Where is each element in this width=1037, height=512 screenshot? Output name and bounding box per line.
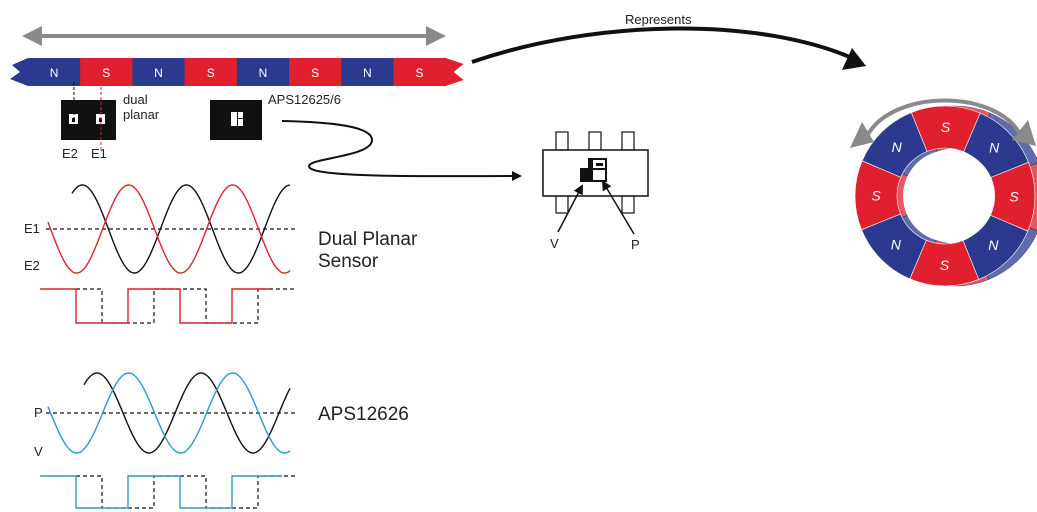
strip-travel-arrow [22,26,446,46]
e1-digital-trace [40,288,270,324]
strip-segment-2 [80,58,133,86]
strip-pole-label-4: S [207,66,215,80]
ring-pole-label-1: S [941,119,951,135]
strip-segment-1 [28,58,81,86]
v-signal-label: V [34,444,43,459]
e1-signal-label: E1 [24,221,40,236]
ring-pole-label-4: N [988,237,999,253]
p-sine-trace [47,372,291,454]
strip-segment-8 [393,58,447,86]
strip-segment-6 [289,58,342,86]
ring-pole-label-2: N [989,140,1000,156]
dual-planar-label-1: dual [123,92,148,107]
strip-segment-5 [236,58,290,86]
v-digital-trace [76,475,296,509]
p-digital-trace [40,475,282,509]
pin-p-label: P [631,237,640,252]
e2-label: E2 [62,146,78,161]
ring-magnet: S N S N S N S N [854,105,1037,287]
ring-rotation-arrow [864,98,1024,139]
pin-p-pointer [601,180,635,235]
package-connector-arrow [281,120,522,182]
ring-pole-label-7: S [871,187,881,203]
strip-right-break [445,58,464,86]
e2-sine-trace [71,184,291,274]
dual-planar-title-2: Sensor [318,251,379,272]
e2-digital-trace [76,288,296,324]
strip-left-break [10,58,28,86]
e1-label: E1 [91,146,107,161]
pin-v-pointer [557,184,583,233]
strip-pole-label-6: S [311,66,319,80]
strip-segment-3 [132,58,186,86]
strip-pole-label-5: N [259,66,268,80]
ring-pole-label-5: S [940,257,950,273]
represents-arrow [471,26,853,64]
e2-signal-label: E2 [24,258,40,273]
strip-pole-label-8: S [415,66,423,80]
represents-label: Represents [625,12,692,27]
aps-sensor [210,100,262,140]
ring-pole-label-3: S [1009,189,1019,205]
strip-pole-label-2: S [102,66,110,80]
strip-segment-4 [184,58,238,86]
strip-segment-7 [341,58,394,86]
aps-part-label: APS12625/6 [268,92,341,107]
dual-planar-sensor [61,100,116,140]
e1-sine-trace [47,184,291,274]
ring-hole [903,150,995,242]
dual-planar-label-2: planar [123,107,160,122]
ring-pole-label-8: N [892,139,903,155]
aps-plot-title: APS12626 [318,404,409,425]
aps-waveforms [40,372,296,509]
strip-pole-label-3: N [154,66,163,80]
p-signal-label: P [34,405,43,420]
strip-pole-label-7: N [363,66,372,80]
ic-package [542,131,649,214]
pin-v-label: V [550,236,559,251]
ring-pole-label-6: N [891,236,902,252]
dual-planar-waveforms [40,184,296,324]
v-sine-trace [83,372,291,454]
strip-pole-label-1: N [50,66,59,80]
ring-segment-8 [861,112,928,178]
dual-planar-title-1: Dual Planar [318,229,418,250]
